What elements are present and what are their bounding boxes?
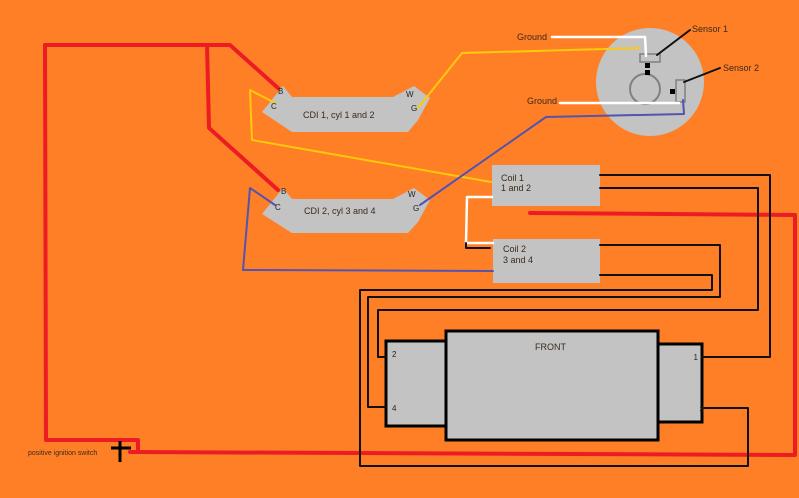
- cdi-1-label: CDI 1, cyl 1 and 2: [303, 110, 375, 120]
- white-wires: [464, 35, 681, 245]
- ground-1-label: Ground: [517, 32, 547, 42]
- cdi-1-box: [262, 86, 430, 132]
- sensor-1-leader: [656, 29, 691, 56]
- engine-block: [384, 329, 704, 442]
- cdi-2-pin-w: W: [408, 190, 416, 199]
- ignition-switch: positive ignition switch: [28, 441, 131, 462]
- engine-left-block: [384, 339, 448, 428]
- cdi-1-pin-c: C: [271, 102, 277, 111]
- cdi-1-pin-g: G: [411, 104, 417, 113]
- coil-2-label: Coil 2: [503, 244, 526, 254]
- coil-2-box: [493, 239, 600, 283]
- coil-2-sublabel: 3 and 4: [503, 255, 533, 265]
- red-wires: [43, 43, 797, 457]
- blue-wires: [242, 99, 685, 272]
- cdi-2-box: [262, 188, 430, 233]
- cdi-2-label: CDI 2, cyl 3 and 4: [304, 206, 376, 216]
- ground-2-label: Ground: [527, 96, 557, 106]
- coil-1-label: Coil 1: [501, 173, 524, 183]
- engine-front-block: [444, 329, 660, 442]
- engine-pin-4: 4: [392, 404, 397, 413]
- engine-pin-1: 1: [694, 353, 699, 362]
- sensor-1-box: [639, 53, 661, 63]
- coil-1-box: [492, 165, 600, 206]
- engine-right-block: [656, 342, 704, 424]
- sensor-2-leader: [683, 67, 721, 83]
- engine-front-label: FRONT: [535, 342, 566, 352]
- yellow-wires: [249, 47, 641, 183]
- coil-1-sublabel: 1 and 2: [501, 183, 531, 193]
- cdi-2-pin-b: B: [281, 187, 286, 196]
- cdi-1-pin-b: B: [278, 87, 283, 96]
- cdi-2-pin-c: C: [275, 203, 281, 212]
- sensor-1-label: Sensor 1: [692, 24, 728, 34]
- ignition-label: positive ignition switch: [28, 450, 97, 457]
- engine-pin-3: 3: [700, 405, 705, 414]
- cdi-1-pin-w: W: [406, 90, 414, 99]
- engine-pin-2: 2: [392, 350, 397, 359]
- black-wires: [359, 174, 771, 467]
- sensor-assembly: [596, 28, 721, 136]
- cdi-2-pin-g: G: [413, 204, 419, 213]
- sensor-2-label: Sensor 2: [723, 63, 759, 73]
- sensor-2-box: [675, 79, 686, 103]
